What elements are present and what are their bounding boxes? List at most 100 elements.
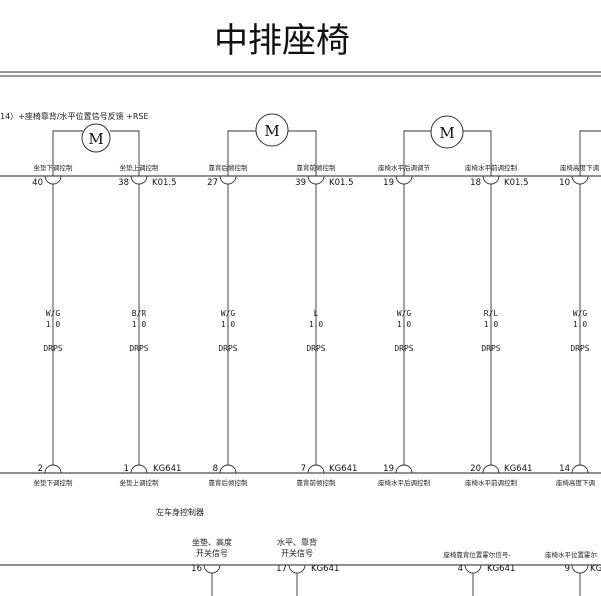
wire-color: W/G (573, 309, 588, 318)
motor-2: M (227, 113, 317, 176)
lower-pin-label1: 座椅水平位置霍尔 (545, 550, 598, 559)
lower-pin-num: 4 (458, 564, 463, 574)
bottom-pin-6: 14 座椅高度下调 (556, 464, 595, 487)
top-pin-code: K01.5 (152, 178, 177, 188)
top-pin-label: 座椅水平前调控制 (465, 163, 518, 172)
motor-1: M (52, 123, 140, 176)
top-pin-label: 座椅高度下调 (560, 163, 599, 172)
wire-size: 1.0 (132, 320, 147, 329)
top-pin-0: 坐垫下调控制 40 (32, 163, 73, 188)
bottom-pin-label: 坐垫上调控制 (120, 478, 160, 487)
lower-pin-num: 9 (565, 564, 570, 574)
lower-pin-label1: 水平、靠背 (277, 537, 317, 547)
wire-size: 1.0 (484, 320, 499, 329)
bottom-pin-label: 靠背后倾控制 (209, 478, 249, 487)
top-pin-code: K01.5 (504, 178, 529, 188)
bottom-pin-label: 座椅水平前调控制 (465, 478, 518, 487)
wire-type: DRPS (394, 344, 413, 353)
bottom-pin-0: 2 坐垫下调控制 (34, 464, 74, 487)
wire-size: 1.0 (221, 320, 236, 329)
top-pin-5: 座椅水平前调控制 18 K01.5 (465, 163, 529, 188)
wire-type: DRPS (306, 344, 325, 353)
top-pin-num: 19 (383, 178, 394, 188)
bottom-pin-2: 8 靠背后倾控制 (209, 464, 249, 487)
top-pin-6: 座椅高度下调 10 (559, 163, 599, 188)
bottom-pin-3: 7 KG641 靠背前倾控制 (297, 464, 358, 487)
wire-type: DRPS (481, 344, 500, 353)
top-pin-label: 靠背前倾控制 (297, 163, 337, 172)
bottom-pin-num: 8 (213, 464, 218, 474)
top-pin-3: 靠背前倾控制 39 K01.5 (295, 163, 353, 188)
bottom-pin-num: 20 (470, 464, 481, 474)
wire-6: W/G 1.0 DRPS (570, 184, 590, 465)
lower-pin-label1: 坐垫、高度 (192, 537, 232, 547)
wire-2: W/G 1.0 DRPS (218, 184, 238, 465)
wire-size: 1.0 (309, 320, 324, 329)
wire-size: 1.0 (573, 320, 588, 329)
top-pin-1: 坐垫上调控制 38 K01.5 (118, 163, 176, 188)
wire-4: W/G 1.0 DRPS (394, 184, 414, 465)
top-pin-code: K01.5 (329, 178, 354, 188)
bottom-pin-num: 19 (383, 464, 394, 474)
page-title: 中排座椅 (214, 21, 350, 61)
top-pin-label: 坐垫下调控制 (34, 163, 74, 172)
lower-pin-label2: 开关信号 (196, 548, 228, 558)
bottom-pin-1: 1 KG641 坐垫上调控制 (120, 464, 182, 487)
motor-1-label: M (88, 130, 103, 148)
lower-pin-code: KG641 (311, 564, 339, 574)
top-pin-label: 靠背后倾控制 (209, 163, 249, 172)
top-pin-label: 坐垫上调控制 (120, 163, 160, 172)
bottom-pin-num: 2 (38, 464, 43, 474)
bottom-pin-code: KG641 (504, 464, 532, 474)
wire-0: W/G 1.0 DRPS (43, 184, 63, 465)
bottom-pin-label: 坐垫下调控制 (34, 478, 74, 487)
lower-pin-label1: 座椅靠背位置霍尔信号- (443, 550, 511, 559)
wire-type: DRPS (570, 344, 589, 353)
bottom-pin-4: 19 座椅水平后调控制 (378, 464, 431, 487)
top-pin-num: 10 (559, 178, 570, 188)
wire-1: B/R 1.0 DRPS (129, 184, 149, 465)
lower-pin-code: KG641 (487, 564, 515, 574)
bottom-pin-label: 座椅高度下调 (556, 478, 595, 487)
lower-pin-num: 17 (276, 564, 287, 574)
wire-3: L 1.0 DRPS (306, 184, 326, 465)
lower-pin-num: 16 (191, 564, 202, 574)
bottom-pin-label: 座椅水平后调控制 (378, 478, 431, 487)
lower-pin-2: 座椅靠背位置霍尔信号- 4 KG641 (443, 550, 515, 596)
top-pin-2: 靠背后倾控制 27 (207, 163, 248, 188)
lower-pin-code: KG6 (590, 564, 601, 574)
motor-3-label: M (439, 124, 454, 142)
lower-pin-0: 坐垫、高度 开关信号 16 (191, 537, 232, 596)
bottom-pin-num: 14 (559, 464, 570, 474)
bottom-pin-label: 靠背前倾控制 (297, 478, 337, 487)
lower-pin-label2: 开关信号 (281, 548, 313, 558)
wire-color: W/G (397, 309, 412, 318)
top-pin-num: 40 (32, 178, 43, 188)
top-pin-4: 座椅水平后调调节 19 (378, 163, 431, 188)
motor-4-partial (579, 130, 601, 176)
lower-pin-3: 座椅水平位置霍尔 9 KG6 (545, 550, 601, 596)
bottom-pin-num: 7 (301, 464, 306, 474)
top-pin-label: 座椅水平后调调节 (378, 163, 431, 172)
wire-color: W/G (221, 309, 236, 318)
motor-3: M (403, 115, 492, 176)
wire-color: W/G (46, 309, 61, 318)
wire-type: DRPS (43, 344, 62, 353)
bottom-pin-code: KG641 (329, 464, 357, 474)
motor-2-label: M (264, 122, 279, 140)
wire-size: 1.0 (46, 320, 61, 329)
top-pin-num: 18 (470, 178, 481, 188)
wire-color: L (314, 309, 319, 318)
wire-5: R/L 1.0 DRPS (481, 184, 501, 465)
bottom-pin-num: 1 (124, 464, 129, 474)
bottom-pin-code: KG641 (153, 464, 181, 474)
wire-color: B/R (132, 309, 147, 318)
wire-type: DRPS (218, 344, 237, 353)
bottom-pin-5: 20 KG641 座椅水平前调控制 (465, 464, 532, 487)
wire-type: DRPS (129, 344, 148, 353)
top-pin-num: 39 (295, 178, 306, 188)
lower-pin-1: 水平、靠背 开关信号 17 KG641 (276, 537, 339, 596)
wire-color: R/L (484, 309, 499, 318)
wire-size: 1.0 (397, 320, 412, 329)
